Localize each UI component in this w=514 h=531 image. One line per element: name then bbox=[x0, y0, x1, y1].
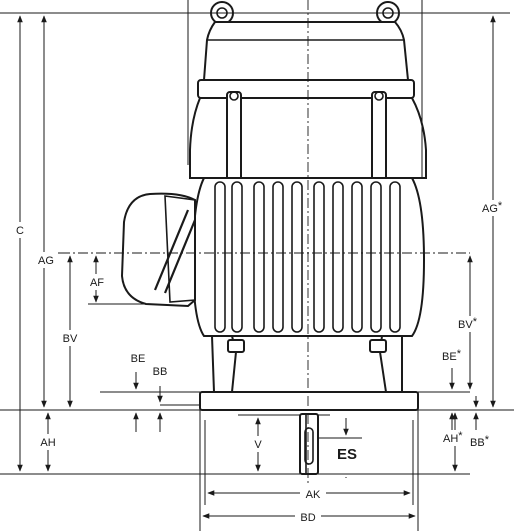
label-es: ES bbox=[337, 446, 357, 463]
fan-housing bbox=[189, 97, 427, 179]
label-ak: AK bbox=[306, 489, 321, 501]
label-v: V bbox=[254, 439, 262, 451]
label-bv: BV bbox=[63, 333, 78, 345]
label-c: C bbox=[16, 225, 24, 237]
label-be: BE bbox=[131, 353, 146, 365]
label-ah: AH bbox=[40, 437, 55, 449]
label-ag: AG bbox=[38, 255, 54, 267]
mounting-flange bbox=[199, 391, 419, 411]
label-ag-right: AG* bbox=[482, 200, 503, 215]
label-bd: BD bbox=[300, 512, 315, 524]
conduit-box bbox=[120, 192, 196, 308]
label-bv-right: BV* bbox=[458, 316, 478, 331]
drip-cover-top bbox=[202, 21, 410, 81]
shaft bbox=[299, 413, 319, 475]
shaft-keyway bbox=[304, 427, 314, 465]
label-be-right: BE* bbox=[442, 348, 462, 363]
label-ah-right: AH* bbox=[443, 430, 463, 445]
cooling-ribs bbox=[214, 181, 401, 333]
label-af: AF bbox=[90, 277, 104, 289]
dimension-labels: C AG AF BV BE BB AH AG* BV* BE* AH* BB* … bbox=[10, 200, 510, 525]
label-bb-right: BB* bbox=[470, 434, 490, 449]
label-bb: BB bbox=[153, 366, 168, 378]
motor-outline bbox=[120, 1, 427, 475]
